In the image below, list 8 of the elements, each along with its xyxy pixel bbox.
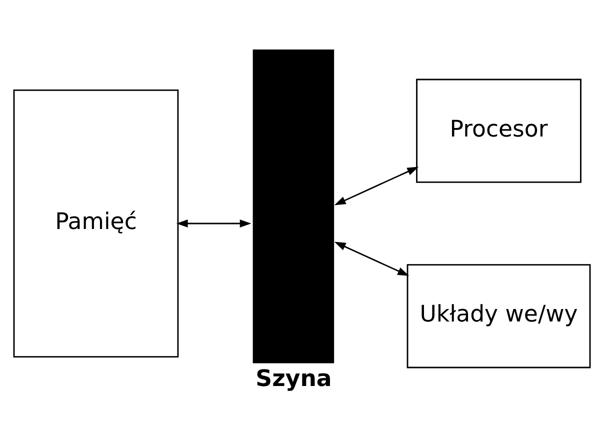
node-box <box>252 49 334 363</box>
arrow <box>334 166 419 205</box>
node-box: Procesor <box>416 78 582 182</box>
arrow <box>176 219 252 227</box>
node-label: Szyna <box>256 365 332 392</box>
node-box: Pamięć <box>13 88 179 358</box>
arrow <box>334 241 410 276</box>
node-box: Układy we/wy <box>406 264 591 368</box>
